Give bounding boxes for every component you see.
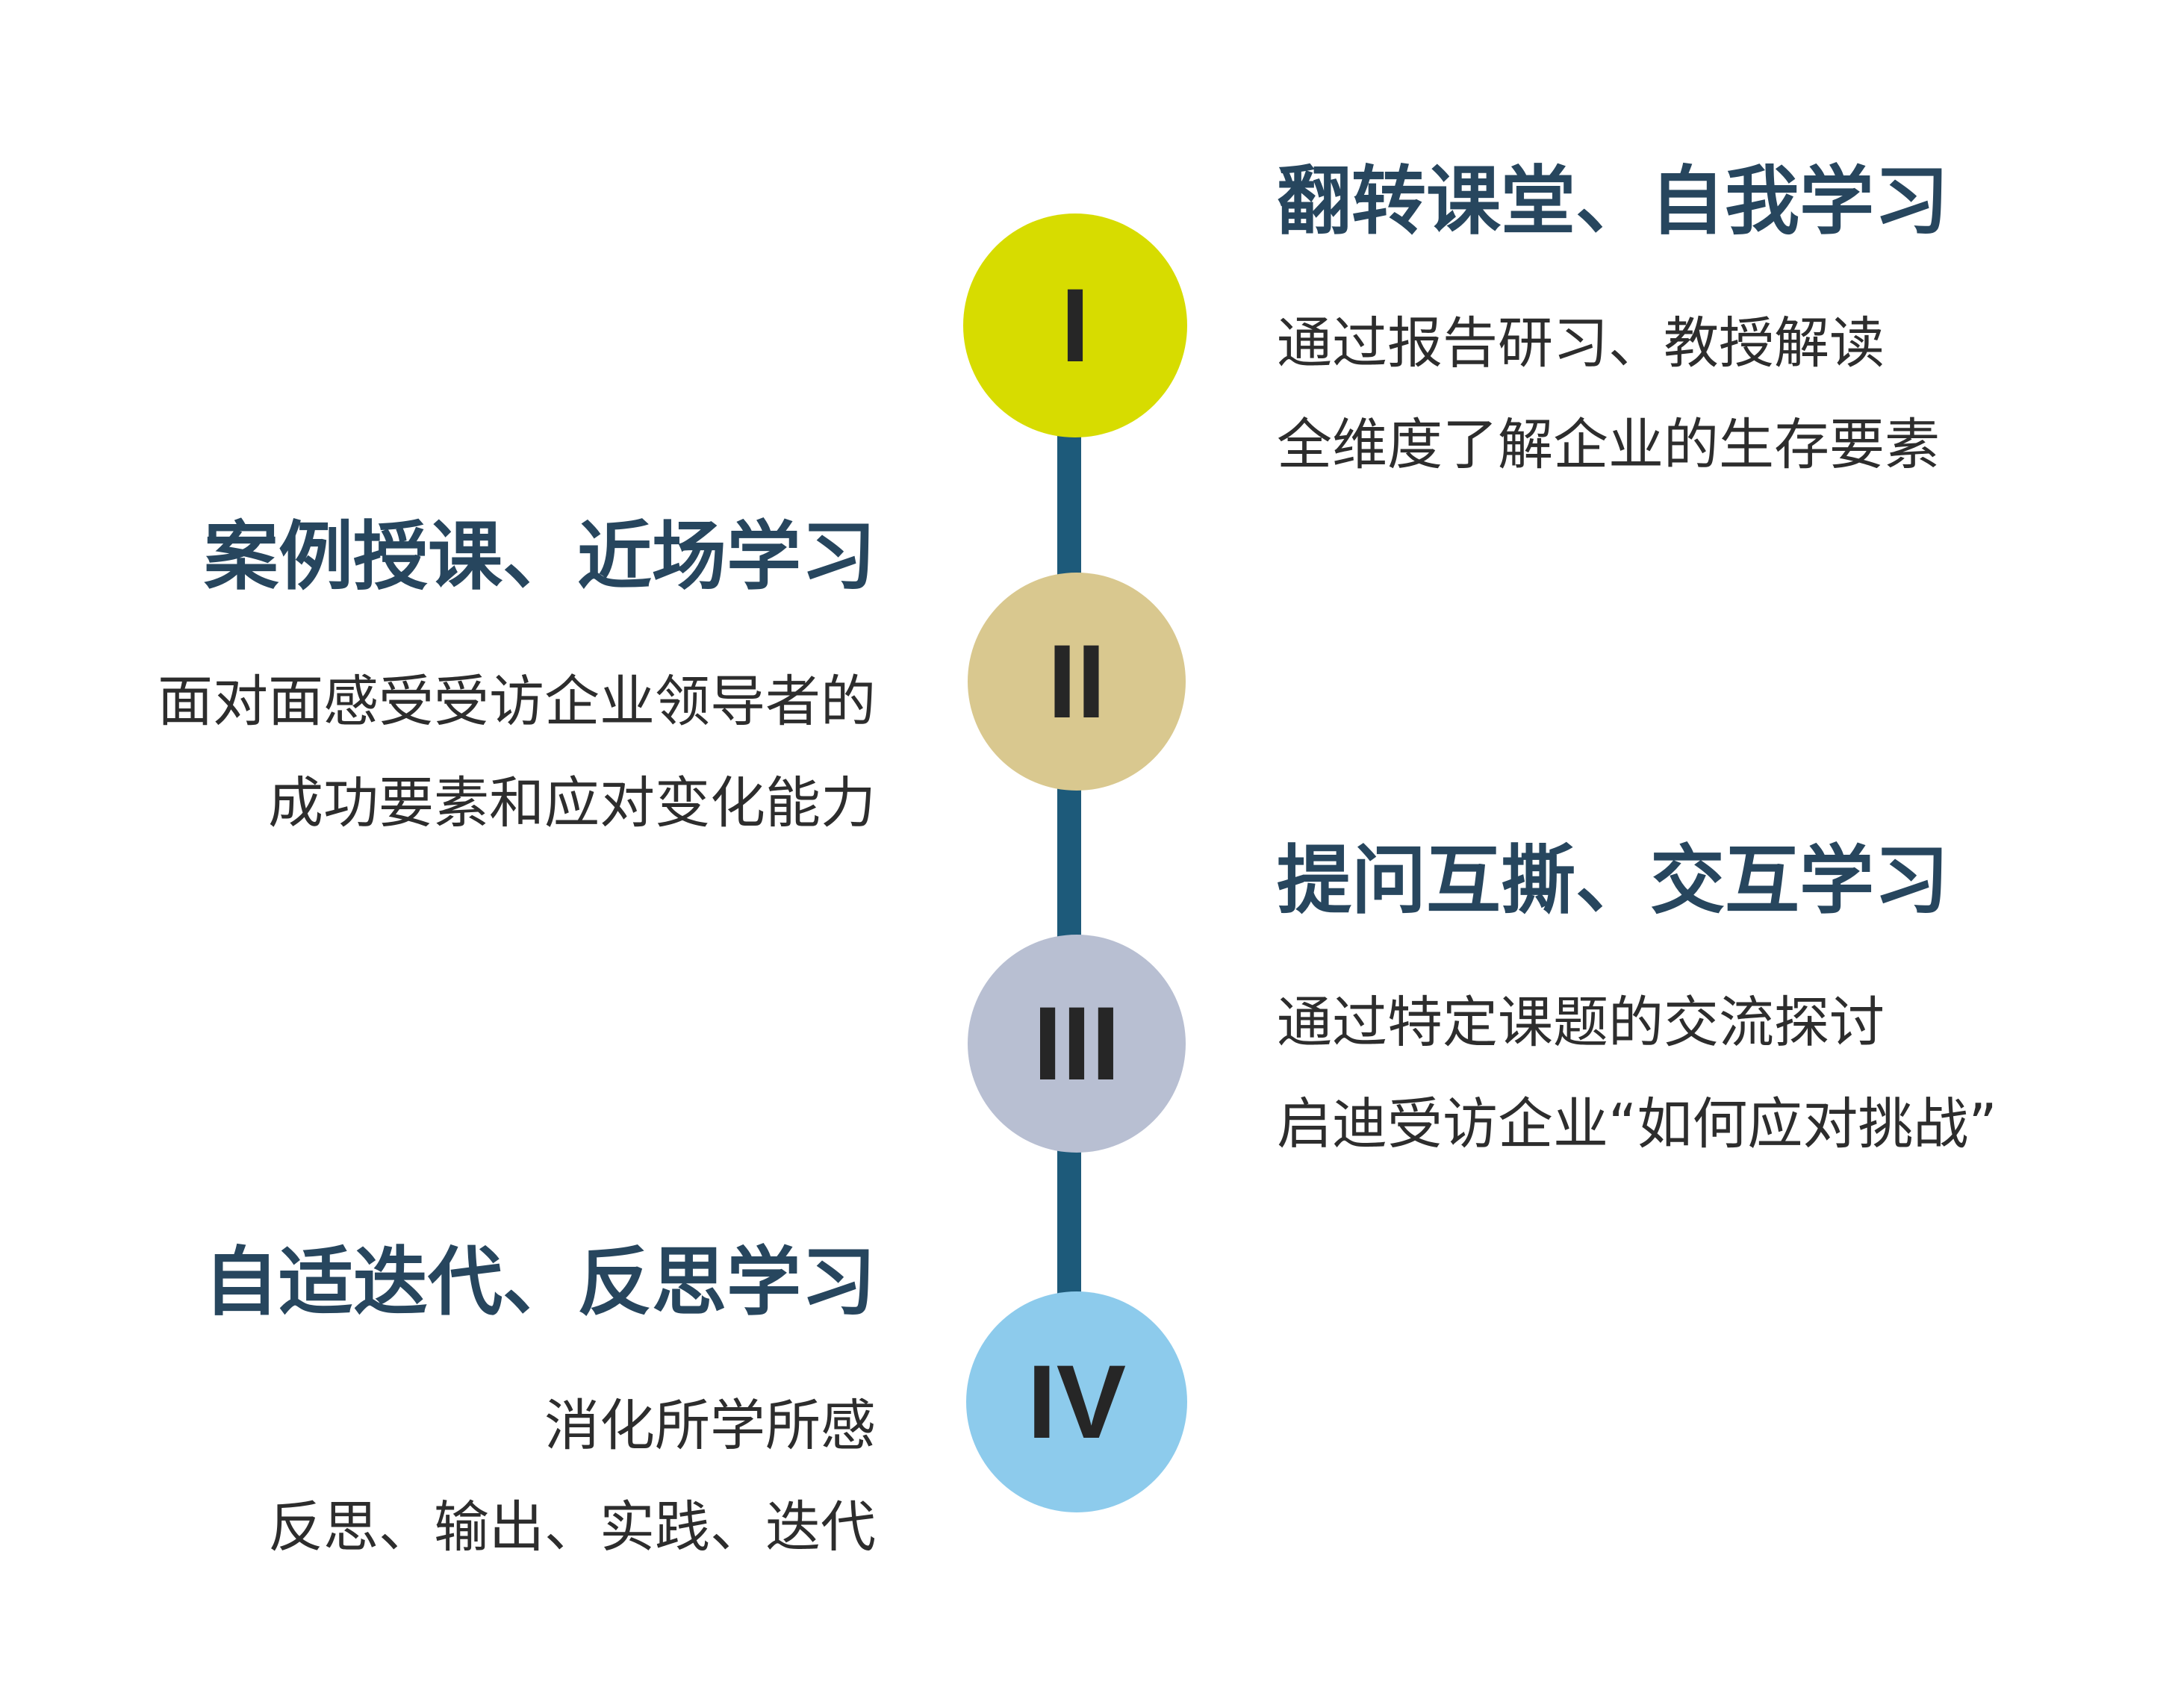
step-2-title: 案例授课、近场学习 bbox=[204, 513, 876, 600]
step-2-line-1: 面对面感受受访企业领导者的 bbox=[158, 670, 876, 734]
step-1-description: 通过报告研习、教授解读 全维度了解企业的生存要素 bbox=[1277, 293, 1940, 496]
step-2-description: 面对面感受受访企业领导者的 成功要素和应对变化能力 bbox=[158, 651, 876, 854]
step-2-numeral: II bbox=[1048, 623, 1106, 740]
step-4-description: 消化所学所感 反思、输出、实践、迭代 bbox=[268, 1375, 876, 1578]
step-2-line-2: 成功要素和应对变化能力 bbox=[268, 771, 876, 835]
step-1-line-1: 通过报告研习、教授解读 bbox=[1277, 311, 1885, 375]
step-4-numeral: IV bbox=[1027, 1343, 1127, 1460]
step-1-node: I bbox=[963, 214, 1187, 437]
step-4-line-2: 反思、输出、实践、迭代 bbox=[268, 1495, 876, 1559]
step-3-title: 提问互撕、交互学习 bbox=[1277, 837, 1949, 924]
step-4-line-1: 消化所学所感 bbox=[544, 1394, 876, 1458]
step-1-numeral: I bbox=[1060, 267, 1090, 384]
step-3-node: III bbox=[968, 935, 1186, 1153]
step-4-title: 自适迭代、反思学习 bbox=[204, 1238, 876, 1326]
timeline-connector-line bbox=[1057, 321, 1081, 1411]
step-3-line-2: 启迪受访企业“如何应对挑战” bbox=[1277, 1092, 1997, 1156]
step-1-line-2: 全维度了解企业的生存要素 bbox=[1277, 413, 1940, 477]
step-4-node: IV bbox=[966, 1291, 1187, 1512]
step-1-title: 翻转课堂、自我学习 bbox=[1277, 158, 1949, 245]
step-3-description: 通过特定课题的交流探讨 启迪受访企业“如何应对挑战” bbox=[1277, 972, 1997, 1175]
step-3-numeral: III bbox=[1033, 985, 1121, 1102]
step-2-node: II bbox=[968, 573, 1186, 791]
step-3-line-1: 通过特定课题的交流探讨 bbox=[1277, 991, 1885, 1055]
